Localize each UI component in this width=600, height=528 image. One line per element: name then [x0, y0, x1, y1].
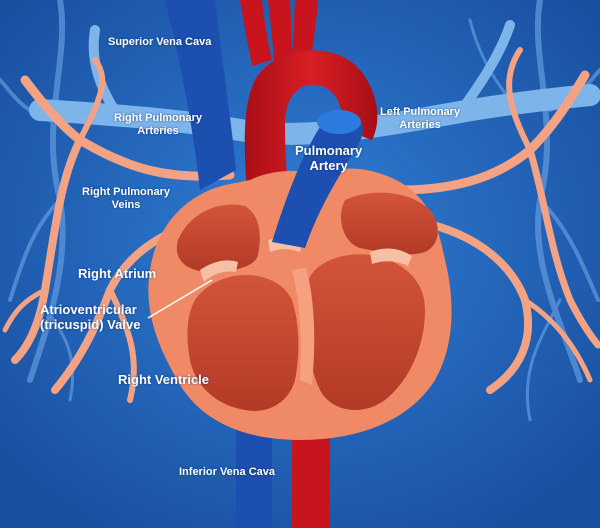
label-superior-vena-cava: Superior Vena Cava [108, 36, 212, 48]
tricuspid-valve [200, 260, 238, 282]
inferior-vena-cava [236, 410, 272, 528]
mitral-valve [370, 248, 412, 266]
right-atrium-chamber [176, 204, 260, 272]
label-right-pulmonary-arteries: Right Pulmonary Arteries [114, 112, 203, 137]
label-right-atrium: Right Atrium [78, 266, 157, 281]
pulmonary-veins [2, 47, 600, 403]
superior-vena-cava [165, 0, 236, 190]
valve-pointer-line [147, 279, 213, 319]
label-av-valve: Atrioventricular (tricuspid) Valve [40, 302, 141, 332]
pulmonary-trunk-opening [317, 110, 361, 134]
aortic-branches [240, 0, 318, 66]
label-right-ventricle: Right Ventricle [118, 372, 210, 387]
label-left-pulmonary-arteries: Left Pulmonary Arteries [380, 106, 461, 131]
right-ventricle-chamber [187, 275, 299, 411]
pulmonary-trunk [272, 113, 363, 248]
label-inferior-vena-cava: Inferior Vena Cava [179, 466, 275, 478]
descending-aorta [292, 420, 330, 528]
label-pulmonary-artery: Pulmonary Artery [295, 143, 363, 173]
label-right-pulmonary-veins: Right Pulmonary Veins [82, 186, 171, 211]
septum [292, 268, 315, 385]
left-atrium-chamber [340, 192, 438, 255]
left-ventricle-chamber [305, 254, 425, 411]
